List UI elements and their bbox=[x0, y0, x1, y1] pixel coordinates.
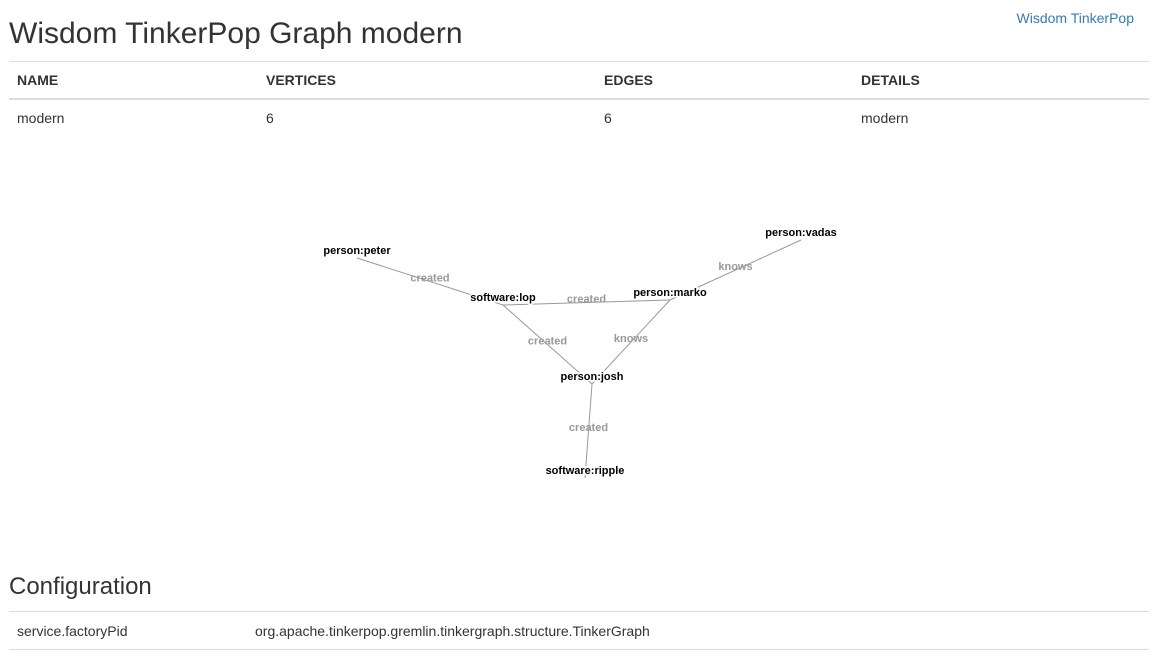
node-label-halo: person:peter bbox=[323, 245, 391, 257]
edges-layer: created created knows created knows created bbox=[356, 239, 802, 479]
configuration-title: Configuration bbox=[9, 573, 152, 600]
edge-marko-lop bbox=[502, 299, 671, 306]
node-label-halo: software:lop bbox=[470, 292, 536, 304]
edge-label: knows bbox=[718, 261, 752, 273]
edge-josh-ripple bbox=[584, 383, 593, 479]
node-marko[interactable]: person:marko bbox=[633, 287, 707, 299]
cell-vertices: 6 bbox=[266, 110, 274, 126]
graph-table-header-row: NAME VERTICES EDGES DETAILS bbox=[9, 61, 1149, 100]
wisdom-tinkerpop-link[interactable]: Wisdom TinkerPop bbox=[1016, 10, 1134, 26]
cell-name: modern bbox=[17, 110, 65, 126]
column-header-name: NAME bbox=[9, 61, 258, 100]
edge-label: created bbox=[410, 273, 449, 285]
column-header-edges: EDGES bbox=[596, 61, 853, 100]
node-vadas[interactable]: person:vadas bbox=[765, 227, 837, 239]
config-key: service.factoryPid bbox=[9, 611, 247, 650]
cell-details: modern bbox=[861, 110, 909, 126]
edge-peter-lop bbox=[356, 257, 504, 306]
nodes-layer: person:peterperson:petersoftware:lopsoft… bbox=[322, 226, 838, 479]
table-row: modern 6 6 modern bbox=[9, 99, 1149, 137]
node-label-halo: person:josh bbox=[561, 371, 624, 383]
edge-marko-josh bbox=[591, 299, 671, 385]
node-label-halo: person:marko bbox=[633, 287, 707, 299]
node-josh[interactable]: person:josh bbox=[561, 371, 624, 383]
edge-label: created bbox=[528, 336, 567, 348]
configuration-table: service.factoryPid org.apache.tinkerpop.… bbox=[9, 611, 1149, 650]
edge-marko-vadas bbox=[669, 239, 802, 301]
graph-visualization[interactable]: created created knows created knows created p… bbox=[0, 140, 1156, 560]
node-lop[interactable]: software:lop bbox=[470, 292, 536, 304]
config-value: org.apache.tinkerpop.gremlin.tinkergraph… bbox=[247, 611, 1149, 650]
column-header-details: DETAILS bbox=[853, 61, 1149, 100]
node-peter[interactable]: person:peter bbox=[323, 245, 391, 257]
node-ripple[interactable]: software:ripple bbox=[546, 465, 625, 477]
edge-josh-lop bbox=[502, 304, 593, 385]
column-header-vertices: VERTICES bbox=[258, 61, 596, 100]
edge-label: knows bbox=[614, 333, 648, 345]
edge-label: created bbox=[569, 422, 608, 434]
cell-edges: 6 bbox=[604, 110, 612, 126]
node-label-halo: person:vadas bbox=[765, 227, 837, 239]
graph-table: NAME VERTICES EDGES DETAILS modern 6 6 m… bbox=[9, 61, 1149, 137]
table-row: service.factoryPid org.apache.tinkerpop.… bbox=[9, 611, 1149, 650]
node-label-halo: software:ripple bbox=[546, 465, 625, 477]
edge-label: created bbox=[567, 294, 606, 306]
page-title: Wisdom TinkerPop Graph modern bbox=[9, 17, 463, 50]
